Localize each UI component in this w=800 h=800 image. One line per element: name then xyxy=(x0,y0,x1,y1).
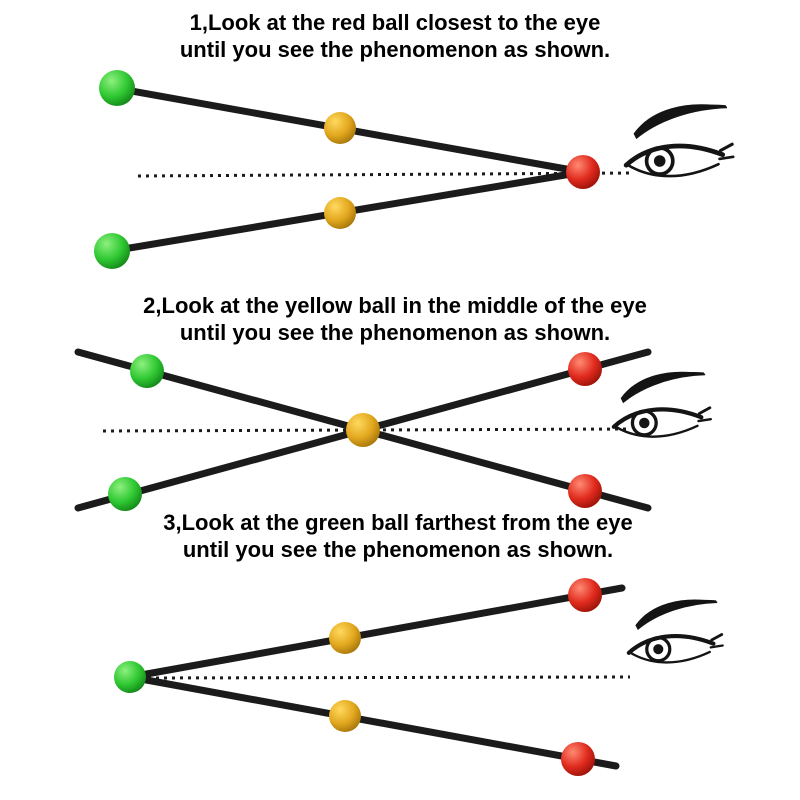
diagram-step-1 xyxy=(94,70,733,269)
red-ball xyxy=(568,474,602,508)
caption-step-2-line-2: until you see the phenomenon as shown. xyxy=(180,320,610,345)
caption-step-3-line-1: 3,Look at the green ball farthest from t… xyxy=(163,510,632,535)
yellow-ball xyxy=(324,112,356,144)
caption-step-1-line-2: until you see the phenomenon as shown. xyxy=(180,37,610,62)
caption-step-1-line-1: 1,Look at the red ball closest to the ey… xyxy=(190,10,601,35)
sight-line-dotted xyxy=(137,171,633,178)
green-ball-focus xyxy=(114,661,146,693)
eye-icon xyxy=(614,372,711,436)
caption-step-3-line-2: until you see the phenomenon as shown. xyxy=(183,537,613,562)
green-ball xyxy=(130,354,164,388)
red-ball xyxy=(561,742,595,776)
yellow-ball xyxy=(324,197,356,229)
eye-icon xyxy=(626,105,733,176)
diagram-step-2 xyxy=(74,348,711,512)
green-ball xyxy=(99,70,135,106)
green-ball xyxy=(108,477,142,511)
string-top xyxy=(126,584,626,681)
string-bottom xyxy=(126,673,620,770)
yellow-ball-focus xyxy=(346,413,380,447)
red-ball xyxy=(568,352,602,386)
red-ball-focus xyxy=(566,155,600,189)
yellow-ball xyxy=(329,622,361,654)
caption-step-2-line-1: 2,Look at the yellow ball in the middle … xyxy=(143,293,647,318)
eye-icon xyxy=(629,600,723,662)
green-ball xyxy=(94,233,130,269)
red-ball xyxy=(568,578,602,612)
sight-line-dotted xyxy=(147,675,631,680)
yellow-ball xyxy=(329,700,361,732)
diagram-step-3 xyxy=(114,578,723,776)
